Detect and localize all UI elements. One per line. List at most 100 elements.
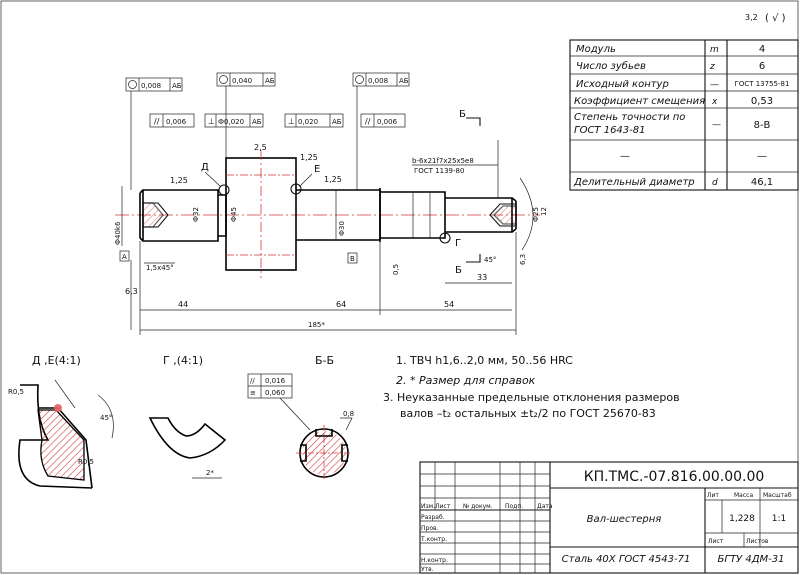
note-3b: валов –t₂ остальных ±t₂/2 по ГОСТ 25670-… [400, 407, 656, 420]
param-name-3: Коэффициент смещения [574, 96, 705, 107]
svg-text:Изм.Лист: Изм.Лист [421, 503, 451, 510]
section-bb-title: Б-Б [315, 354, 334, 367]
svg-text:Н.контр.: Н.контр. [421, 557, 448, 564]
roughness-mark: 3,2 [745, 13, 758, 22]
svg-text:Ф30: Ф30 [338, 221, 346, 236]
param-name-6: Делительный диаметр [573, 177, 695, 188]
svg-text:0,016: 0,016 [265, 377, 286, 385]
param-value-1: 6 [759, 61, 765, 72]
organization: БГТУ 4ДМ-31 [718, 554, 785, 565]
svg-text:64: 64 [336, 300, 346, 309]
param-value-4: 8-В [754, 120, 771, 131]
svg-text:Дата: Дата [537, 503, 553, 510]
section-b-bottom: Б [455, 265, 462, 276]
svg-text:Разраб.: Разраб. [421, 514, 445, 521]
svg-text:№ докум.: № докум. [463, 503, 493, 510]
svg-text:6,3: 6,3 [125, 287, 138, 296]
svg-text:АБ: АБ [332, 118, 342, 126]
svg-text:АБ: АБ [265, 77, 275, 85]
svg-text:185*: 185* [308, 321, 325, 329]
detail-d-marker [218, 184, 230, 196]
svg-text:Подп.: Подп. [505, 503, 523, 510]
datum-b-box [347, 252, 358, 264]
part-name: Вал-шестерня [587, 514, 662, 525]
svg-text:R0,5: R0,5 [8, 388, 24, 396]
param-sym-4: — [712, 120, 721, 130]
datum-a-box [119, 250, 130, 262]
svg-text:АБ: АБ [172, 82, 182, 90]
param-name-4b: ГОСТ 1643-81 [574, 125, 646, 136]
drawing-code: КП.ТМС.-07.816.00.00.00 [584, 469, 765, 485]
svg-text:1,25: 1,25 [300, 153, 318, 162]
dimensions: 1,25 2,5 1,25 1,25 b-6х21f7х25х5e8 ГОСТ … [114, 140, 548, 335]
title-block: Изм.Лист Разраб. Пров. Т.контр. Н.контр.… [419, 461, 799, 574]
svg-text:1,25: 1,25 [170, 176, 188, 185]
svg-text:2,5: 2,5 [254, 143, 267, 152]
svg-text:Листов: Листов [746, 538, 769, 545]
shaft-main-view: Д Е Г Б Б А В [115, 109, 540, 278]
spline-standard: ГОСТ 1139-80 [414, 167, 464, 175]
tolerance-frames: 0,008 АБ 0,040 АБ 0,008 АБ // 0,006 ⊥ Ф0… [125, 72, 410, 190]
detail-e-marker [290, 183, 302, 195]
svg-text:1,5х45°: 1,5х45° [146, 264, 174, 272]
roughness-other: ( √ ) [765, 13, 786, 24]
svg-text:0,006: 0,006 [377, 118, 398, 126]
note-1: 1. ТВЧ h1,6..2,0 мм, 50..56 HRC [396, 354, 573, 367]
param-sym-2: — [710, 80, 719, 90]
param-sym-0: m [710, 45, 719, 55]
param-value-2: ГОСТ 13755-81 [735, 80, 790, 88]
svg-text:0,006: 0,006 [166, 118, 187, 126]
svg-text:Лист: Лист [708, 538, 724, 545]
svg-text:0,060: 0,060 [265, 389, 285, 397]
svg-text:Ф45: Ф45 [230, 207, 238, 222]
param-name-2: Исходный контур [576, 79, 669, 90]
svg-text:АБ: АБ [399, 77, 409, 85]
param-sym-1: z [709, 62, 715, 72]
svg-text:0,020: 0,020 [298, 118, 318, 126]
svg-text:R0,5: R0,5 [78, 458, 94, 466]
svg-text:Масштаб: Масштаб [763, 492, 792, 499]
svg-text:0,5: 0,5 [392, 264, 400, 275]
svg-text:А: А [122, 253, 127, 261]
svg-text:45°: 45° [100, 414, 112, 422]
svg-text:2*: 2* [206, 469, 214, 477]
svg-text:Ф32: Ф32 [192, 207, 200, 222]
svg-text:45°: 45° [484, 256, 496, 264]
svg-text:Ф0,020: Ф0,020 [218, 118, 244, 126]
svg-text://: // [250, 377, 255, 385]
svg-text://: // [154, 117, 160, 126]
svg-text:6,3: 6,3 [519, 254, 527, 265]
svg-text:≡: ≡ [250, 389, 256, 397]
param-sym-3: x [711, 97, 718, 107]
label-g: Г [455, 238, 461, 249]
detail-g-marker [439, 232, 451, 244]
note-2: 2. * Размер для справок [396, 374, 536, 387]
svg-text:Т.контр.: Т.контр. [420, 536, 447, 543]
svg-text:1,25: 1,25 [324, 175, 342, 184]
detail-g-title: Г ,(4:1) [163, 354, 203, 367]
param-value-6: 46,1 [751, 177, 773, 188]
spline-designation: b-6х21f7х25х5e8 [412, 157, 474, 165]
technical-notes: 1. ТВЧ h1,6..2,0 мм, 50..56 HRC 2. * Раз… [383, 354, 680, 420]
svg-text:АБ: АБ [252, 118, 262, 126]
param-sym-6: d [712, 178, 718, 188]
param-value-3: 0,53 [751, 96, 773, 107]
param-name-5: — [620, 151, 630, 162]
svg-text:Лит: Лит [707, 492, 719, 499]
note-3: 3. Неуказанные предельные отклонения раз… [383, 391, 680, 404]
material: Сталь 40Х ГОСТ 4543-71 [562, 554, 691, 565]
svg-text:0,040: 0,040 [232, 77, 252, 85]
svg-text:⊥: ⊥ [208, 117, 215, 126]
param-name-0: Модуль [576, 44, 616, 55]
svg-text:Пров.: Пров. [421, 525, 439, 532]
svg-text:Утв.: Утв. [421, 566, 434, 573]
svg-text:0,8: 0,8 [343, 410, 354, 418]
detail-de-view: Д ,Е(4:1) R0,5 R0,5 45° [8, 354, 114, 489]
param-value-0: 4 [759, 44, 765, 55]
svg-text:0,008: 0,008 [141, 82, 161, 90]
svg-text:⊥: ⊥ [288, 117, 295, 126]
mass-value: 1,228 [729, 514, 755, 524]
param-name-1: Число зубьев [576, 60, 646, 72]
svg-text:54: 54 [444, 300, 454, 309]
